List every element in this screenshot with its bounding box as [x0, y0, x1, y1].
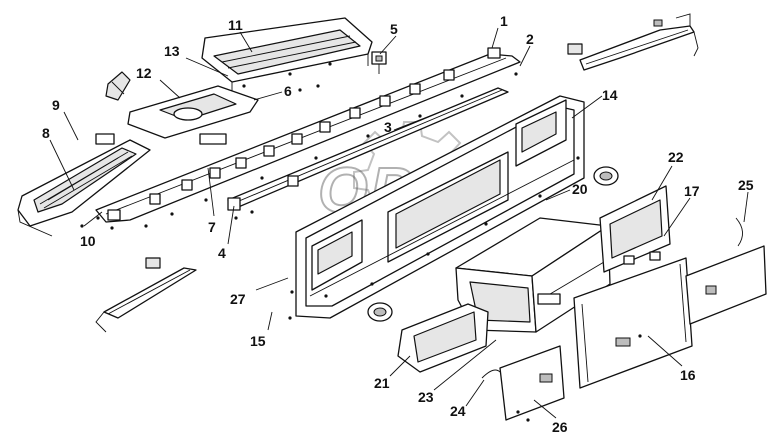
part-26-small-door [481, 345, 565, 422]
callout-20: 20 [572, 181, 588, 197]
callout-9: 9 [52, 97, 60, 113]
callout-21: 21 [374, 375, 390, 391]
callout-12: 12 [136, 65, 152, 81]
part-11-upper-shelf [201, 17, 373, 92]
callout-8: 8 [42, 125, 50, 141]
part-12-small-shelf [127, 85, 259, 145]
callout-3: 3 [384, 119, 392, 135]
part-21-storage-tray [397, 303, 489, 373]
callout-27: 27 [230, 291, 246, 307]
callout-15: 15 [250, 333, 266, 349]
callout-labels: 1 2 3 4 5 6 7 8 9 10 11 12 13 14 15 16 1 [42, 13, 754, 435]
part-top-right-rail [567, 13, 699, 71]
part-5-bracket [371, 51, 387, 74]
callout-2: 2 [526, 31, 534, 47]
part-22-side-box [599, 185, 671, 273]
part-20-storage-box [455, 217, 611, 333]
callout-25: 25 [738, 177, 754, 193]
callout-23: 23 [418, 389, 434, 405]
callout-14: 14 [602, 87, 618, 103]
callout-26: 26 [552, 419, 568, 435]
callout-16: 16 [680, 367, 696, 383]
callout-22: 22 [668, 149, 684, 165]
part-8-left-shelf [17, 133, 151, 237]
callout-11: 11 [228, 17, 243, 33]
callout-24: 24 [450, 403, 466, 419]
callout-5: 5 [390, 21, 398, 37]
part-16-large-door [573, 257, 693, 389]
part-lower-left-strip [95, 257, 197, 333]
part-17-door [685, 217, 767, 325]
callout-6: 6 [284, 83, 292, 99]
callout-17: 17 [684, 183, 700, 199]
callout-10: 10 [80, 233, 96, 249]
callout-13: 13 [164, 43, 180, 59]
part-3-long-rail [95, 47, 521, 228]
callout-4: 4 [218, 245, 226, 261]
part-speaker-upper [593, 166, 619, 186]
part-speaker-lower [367, 302, 393, 322]
callout-1: 1 [500, 13, 508, 29]
part-clip-left [105, 71, 131, 101]
part-14-rear-panel [288, 95, 585, 320]
callout-7: 7 [208, 219, 216, 235]
